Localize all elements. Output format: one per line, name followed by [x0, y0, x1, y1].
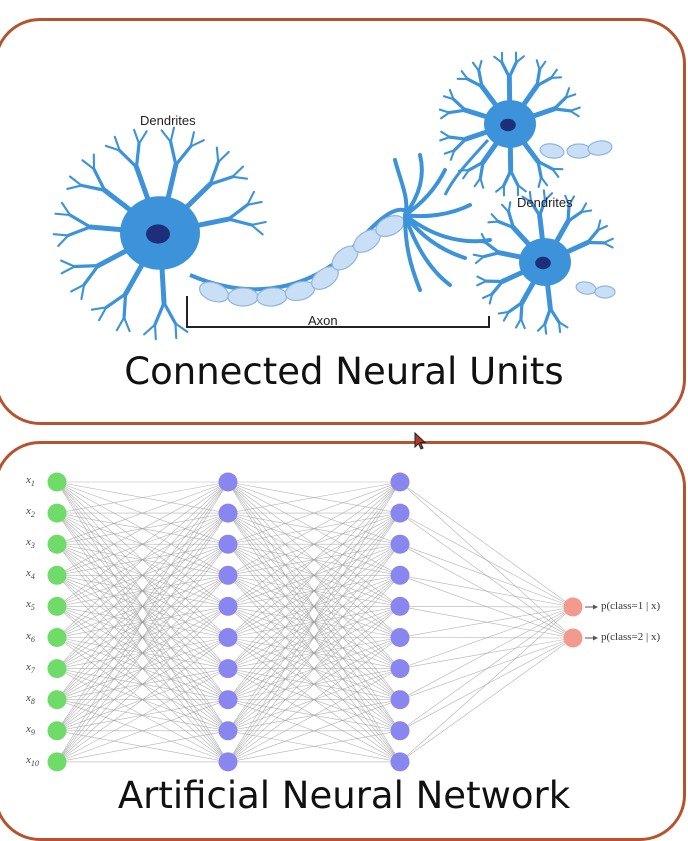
connection-l2-8-0	[400, 607, 573, 731]
connection-l2-1-0	[400, 513, 573, 607]
hidden1-node-8	[219, 690, 238, 709]
output-node-2	[564, 629, 583, 648]
input-node-4	[48, 566, 67, 585]
hidden1-node-7	[219, 659, 238, 678]
input-node-7	[48, 659, 67, 678]
input-label: x4	[26, 567, 35, 581]
input-label: x9	[26, 723, 35, 737]
hidden1-node-10	[219, 752, 238, 771]
input-label: x10	[26, 754, 39, 768]
input-label: x8	[26, 692, 35, 706]
input-node-3	[48, 535, 67, 554]
connection-l2-5-0	[400, 607, 573, 638]
connection-l2-9-1	[400, 638, 573, 762]
input-label: x3	[26, 536, 35, 550]
input-label: x1	[26, 474, 35, 488]
hidden2-node-8	[391, 690, 410, 709]
hidden1-node-1	[219, 473, 238, 492]
hidden2-node-1	[391, 473, 410, 492]
input-label: x2	[26, 505, 35, 519]
hidden1-node-5	[219, 597, 238, 616]
hidden1-node-6	[219, 628, 238, 647]
output-label: p(class=1 | x)	[601, 600, 660, 612]
hidden1-node-3	[219, 535, 238, 554]
input-node-1	[48, 473, 67, 492]
hidden2-node-10	[391, 752, 410, 771]
connection-l2-9-0	[400, 607, 573, 762]
mouse-cursor-icon	[414, 432, 428, 452]
hidden2-node-3	[391, 535, 410, 554]
output-node-1	[564, 598, 583, 617]
input-node-2	[48, 504, 67, 523]
hidden1-node-4	[219, 566, 238, 585]
input-label: x6	[26, 630, 35, 644]
neural-network-diagram	[0, 0, 688, 808]
hidden1-node-2	[219, 504, 238, 523]
input-node-6	[48, 628, 67, 647]
hidden2-node-7	[391, 659, 410, 678]
artificial-neural-network-caption: Artificial Neural Network	[0, 774, 688, 817]
hidden2-node-6	[391, 628, 410, 647]
connection-l2-4-0	[400, 606, 573, 607]
hidden2-node-5	[391, 597, 410, 616]
input-node-5	[48, 597, 67, 616]
output-label: p(class=2 | x)	[601, 631, 660, 643]
hidden1-node-9	[219, 721, 238, 740]
connection-l2-0-0	[400, 482, 573, 607]
connection-l2-3-0	[400, 575, 573, 607]
hidden2-node-9	[391, 721, 410, 740]
input-node-8	[48, 690, 67, 709]
input-label: x5	[26, 598, 35, 612]
input-node-10	[48, 752, 67, 771]
input-label: x7	[26, 661, 35, 675]
connection-l2-7-0	[400, 607, 573, 700]
hidden2-node-2	[391, 504, 410, 523]
connection-l2-2-0	[400, 544, 573, 607]
hidden2-node-4	[391, 566, 410, 585]
input-node-9	[48, 721, 67, 740]
